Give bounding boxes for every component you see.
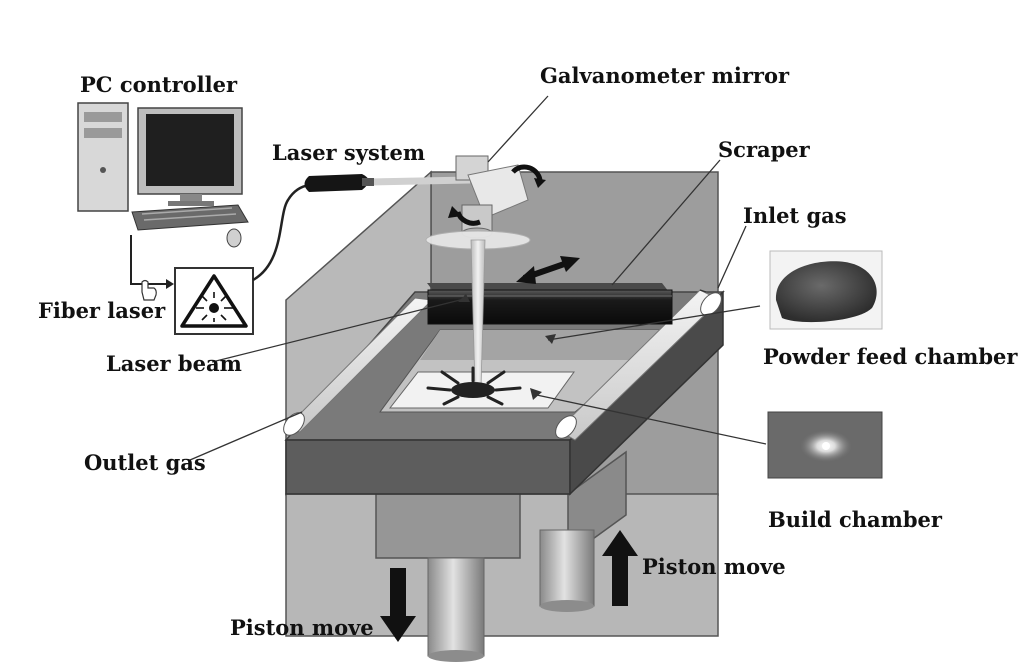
label-laser-system: Laser system	[272, 140, 425, 165]
label-outlet-gas: Outlet gas	[84, 450, 206, 475]
piston-up-arrow-icon	[602, 530, 638, 606]
outlet-gas-port	[283, 412, 305, 436]
inlet-gas-port-front	[555, 415, 577, 439]
scraper-motion-arrow-icon	[516, 256, 580, 284]
laser-beam-horizontal	[369, 176, 471, 186]
piston-down-arrow-icon	[380, 568, 416, 642]
outlet-gas-rail	[285, 297, 434, 433]
label-piston-move-left: Piston move	[230, 615, 374, 640]
label-inlet-gas: Inlet gas	[743, 203, 847, 228]
inlet-gas-port	[700, 292, 722, 316]
fiber-cable	[252, 183, 311, 282]
label-galvanometer-mirror: Galvanometer mirror	[540, 63, 790, 88]
pc-controller-icon	[77, 102, 249, 248]
hand-cursor-icon	[141, 279, 157, 301]
powder-bed-back	[420, 330, 676, 360]
cable-arrow-icon	[166, 279, 174, 289]
build-chamber-image	[767, 411, 883, 479]
label-build-chamber: Build chamber	[768, 507, 943, 532]
right-piston-cylinder	[539, 529, 595, 607]
laser-system-head	[304, 174, 374, 192]
platform-frame-front	[285, 439, 571, 495]
label-powder-feed-chamber: Powder feed chamber	[763, 344, 1018, 369]
scraper-bar	[427, 283, 673, 325]
label-pc-controller: PC controller	[80, 72, 238, 97]
powder-sample-image	[769, 250, 883, 330]
label-fiber-laser: Fiber laser	[38, 298, 166, 323]
pc-to-fiber-cable	[130, 235, 172, 285]
label-piston-move-right: Piston move	[642, 554, 786, 579]
mirror-rotation-top-icon	[511, 164, 543, 181]
galvanometer-mirror-block	[455, 155, 529, 239]
leader-arrowheads	[458, 294, 556, 400]
left-piston-block	[375, 493, 521, 559]
label-laser-beam: Laser beam	[106, 351, 242, 376]
laser-warning-icon	[174, 267, 254, 335]
left-piston-cylinder	[427, 557, 485, 657]
melt-pool-spark-icon	[426, 366, 522, 406]
label-scraper: Scraper	[718, 137, 811, 162]
leader-lines	[189, 95, 767, 461]
